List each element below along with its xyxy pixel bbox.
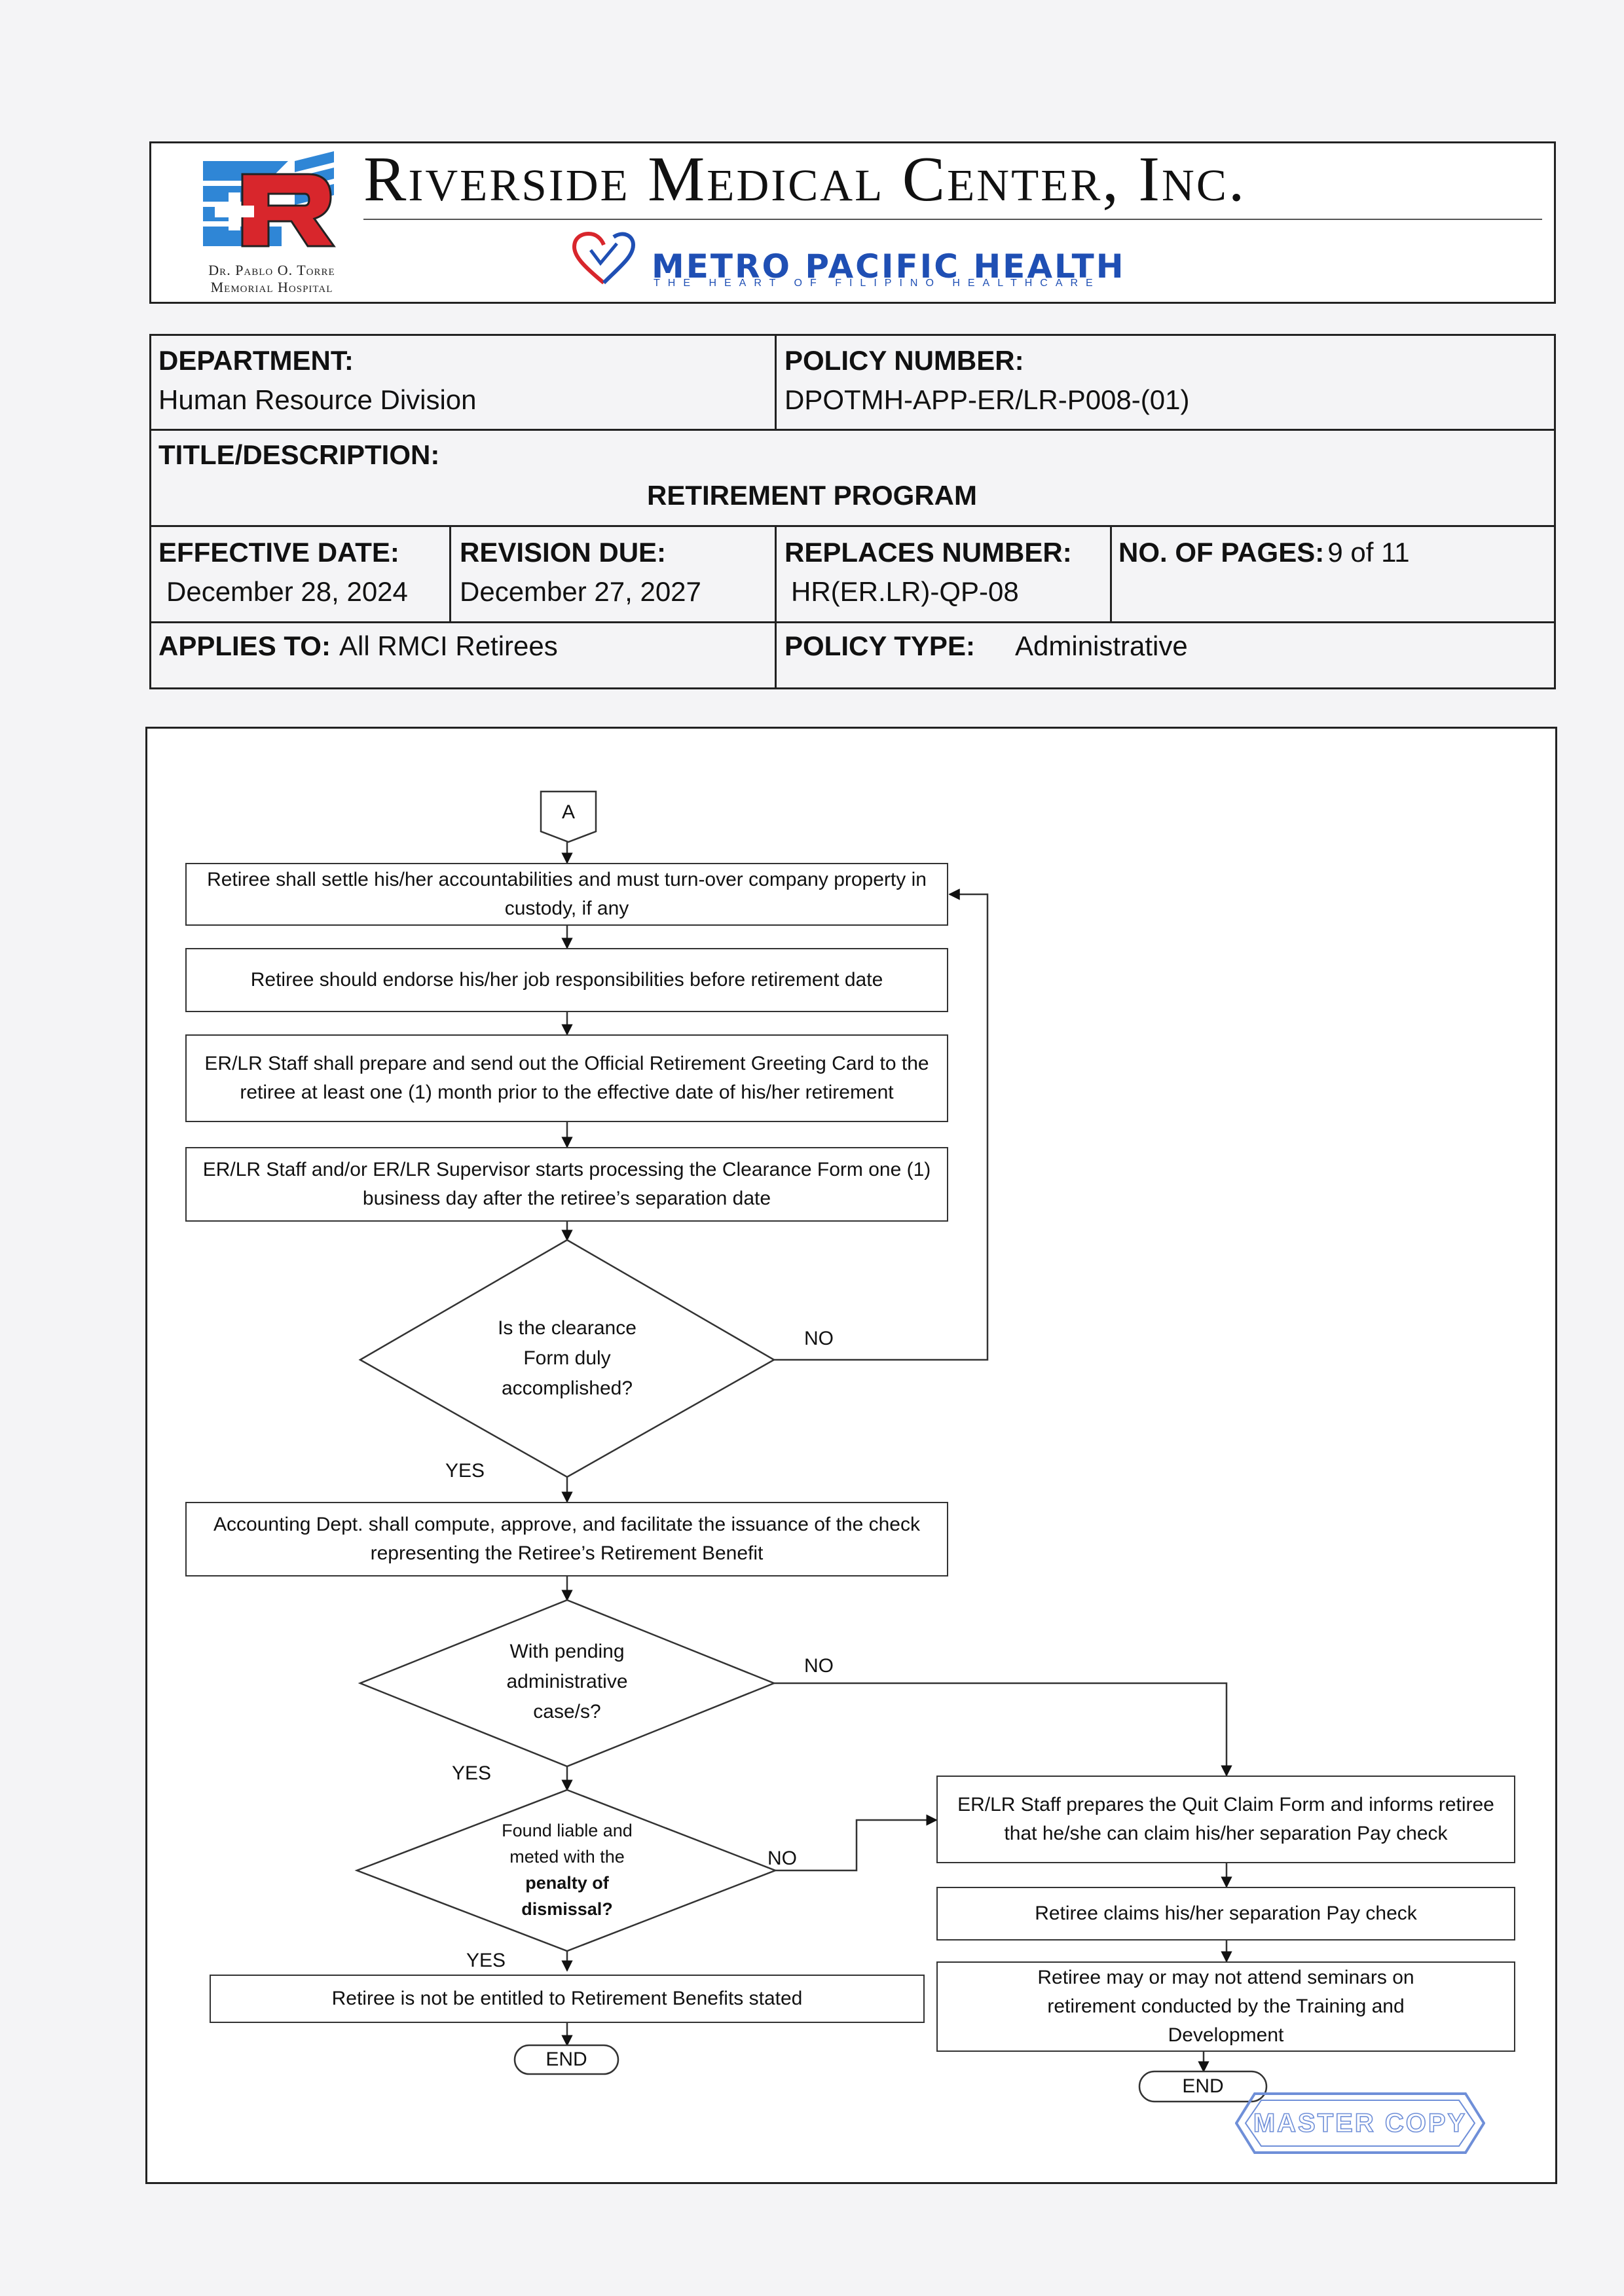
decision-admin-case-text: With pending administrative case/s?: [506, 1641, 628, 1722]
step-greeting-card: ER/LR Staff shall prepare and send out t…: [185, 1034, 948, 1122]
step-clearance-processing: ER/LR Staff and/or ER/LR Supervisor star…: [185, 1147, 948, 1222]
applies-to-field: APPLIES TO: All RMCI Retirees: [158, 630, 558, 662]
no-dismissal-arrow: [775, 1814, 938, 1872]
policy-type-label: POLICY TYPE:: [784, 630, 975, 661]
no-label: NO: [804, 1328, 834, 1349]
no-admin-arrow: [774, 1682, 1232, 1777]
effective-date-label: EFFECTIVE DATE:: [158, 537, 399, 568]
department-label: DEPARTMENT:: [158, 345, 354, 376]
hospital-sub-line-2: Memorial Hospital: [210, 279, 333, 295]
yes-label: YES: [452, 1762, 492, 1784]
decision-admin-case-shape: [358, 1599, 777, 1768]
stamp-text: MASTER COPY: [1253, 2109, 1467, 2138]
decision-dismissal-line: penalty of: [525, 1873, 609, 1893]
table-rule: [149, 525, 1556, 527]
hospital-subtitle: Dr. Pablo O. Torre Memorial Hospital: [167, 262, 377, 296]
table-rule: [149, 429, 1556, 431]
pages-label: NO. OF PAGES:: [1118, 537, 1325, 568]
pages-value: 9 of 11: [1327, 537, 1410, 568]
step-not-entitled: Retiree is not be entitled to Retirement…: [210, 1975, 925, 2023]
step-claims-pay-check: Retiree claims his/her separation Pay ch…: [936, 1887, 1515, 1941]
end-terminator-left-shape: [513, 2044, 619, 2075]
replaces-number-value: HR(ER.LR)-QP-08: [791, 576, 1019, 607]
end-terminator-left: END: [545, 2049, 587, 2070]
letterhead: [149, 141, 1556, 304]
table-border-bottom: [149, 687, 1556, 689]
effective-date-value: December 28, 2024: [166, 576, 408, 607]
decision-dismissal-line: Found liable and: [502, 1821, 633, 1840]
decision-dismissal-text: Found liable and meted with the penalty …: [469, 1817, 665, 1922]
table-col-divider: [775, 334, 777, 431]
connector-a-shape: [540, 790, 597, 843]
step-attend-seminars: Retiree may or may not attend seminars o…: [936, 1961, 1515, 2052]
network-name: METRO PACIFIC HEALTH: [652, 247, 1126, 285]
table-col-divider: [449, 525, 451, 623]
table-border-right: [1554, 334, 1556, 689]
decision-dismissal-line: meted with the: [509, 1847, 625, 1867]
table-col-divider: [775, 525, 777, 689]
no-loop-arrow: [774, 888, 989, 1361]
end-terminator-right-shape: [1138, 2070, 1268, 2103]
master-copy-stamp: MASTER COPY: [1235, 2092, 1485, 2154]
decision-dismissal-line: dismissal?: [521, 1899, 613, 1919]
applies-to-label: APPLIES TO:: [158, 630, 331, 661]
replaces-number-label: REPLACES NUMBER:: [784, 537, 1072, 568]
department-value: Human Resource Division: [158, 384, 477, 415]
no-label: NO: [767, 1848, 797, 1869]
hospital-sub-line-1: Dr. Pablo O. Torre: [208, 262, 335, 278]
end-terminator-right: END: [1182, 2075, 1224, 2097]
step-accounting-compute: Accounting Dept. shall compute, approve,…: [185, 1502, 948, 1576]
connector-a-label: A: [561, 801, 575, 823]
header-divider: [363, 219, 1542, 220]
yes-label: YES: [466, 1950, 506, 1971]
policy-number-label: POLICY NUMBER:: [784, 345, 1024, 376]
no-label: NO: [804, 1655, 834, 1677]
table-col-divider: [1110, 525, 1112, 623]
policy-number-value: DPOTMH-APP-ER/LR-P008-(01): [784, 384, 1190, 415]
document-title: RETIREMENT PROGRAM: [647, 480, 977, 511]
step-quit-claim-form: ER/LR Staff prepares the Quit Claim Form…: [936, 1776, 1515, 1863]
yes-label: YES: [445, 1460, 485, 1482]
table-rule: [149, 621, 1556, 623]
step-settle-accountabilities: Retiree shall settle his/her accountabil…: [185, 863, 948, 926]
revision-due-label: REVISION DUE:: [460, 537, 667, 568]
decision-clearance-text: Is the clearance Form duly accomplished?: [498, 1317, 637, 1399]
table-border-top: [149, 334, 1556, 336]
policy-type-value: Administrative: [1015, 630, 1188, 661]
revision-due-value: December 27, 2027: [460, 576, 701, 607]
decision-clearance-shape: [358, 1239, 776, 1478]
network-tagline: THE HEART OF FILIPINO HEALTHCARE: [654, 278, 1101, 289]
hospital-name: Riverside Medical Center, Inc.: [363, 144, 1247, 215]
table-border-left: [149, 334, 151, 689]
applies-to-value: All RMCI Retirees: [339, 630, 558, 661]
decision-dismissal-shape: [354, 1789, 778, 1952]
pages-field: NO. OF PAGES: 9 of 11: [1118, 537, 1410, 568]
hospital-logo: [203, 151, 336, 247]
title-label: TITLE/DESCRIPTION:: [158, 439, 440, 470]
step-endorse-responsibilities: Retiree should endorse his/her job respo…: [185, 948, 948, 1012]
heart-icon: [572, 231, 636, 285]
